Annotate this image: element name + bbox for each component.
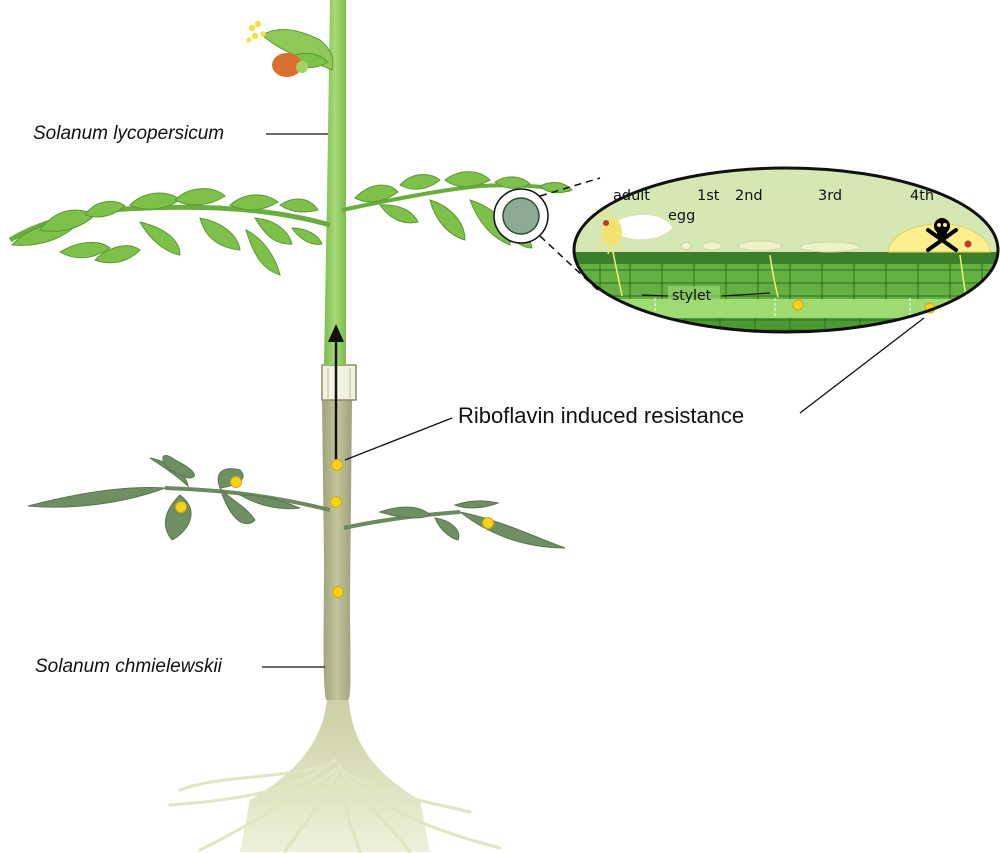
root-system: [168, 690, 502, 853]
whitefly-egg: [680, 242, 692, 250]
stage-label-egg: egg: [668, 208, 695, 224]
arrow-up-icon: [328, 324, 344, 460]
nymph-3rd: [799, 241, 861, 253]
whitefly-adult: [595, 205, 674, 255]
scion-top-foliage: [246, 20, 334, 77]
scion-stem: [324, 0, 346, 365]
stage-label-adult: adult: [613, 188, 650, 204]
flower-cluster: [246, 20, 266, 43]
resistance-leader-line-left: [344, 417, 453, 461]
stage-label-1st: 1st: [697, 188, 720, 204]
scion-leaves: [8, 171, 573, 276]
stylet-label: stylet: [672, 288, 712, 304]
nymph-2nd: [737, 240, 783, 252]
stage-label-4th: 4th: [910, 188, 934, 204]
stylet-callout: stylet: [641, 286, 771, 304]
rootstock-species-label: Solanum chmielewskii: [35, 656, 223, 677]
life-stage-labels: adult egg 1st 2nd 3rd 4th: [613, 188, 934, 224]
rootstock-leaves: [27, 455, 566, 549]
resistance-label: Riboflavin induced resistance: [458, 403, 744, 428]
scion-species-label: Solanum lycopersicum: [33, 123, 224, 144]
stage-label-2nd: 2nd: [735, 188, 763, 204]
rootstock-stem: [322, 400, 352, 700]
tomato-fruit: [272, 53, 302, 77]
magnifier-marker: [493, 188, 549, 244]
riboflavin-dot-phloem-1: [792, 299, 804, 311]
nymph-1st: [701, 241, 723, 251]
graft-clip: [321, 364, 357, 401]
stage-label-3rd: 3rd: [818, 188, 842, 204]
zoom-lines: [539, 177, 601, 293]
skull-crossbones-icon: [926, 218, 958, 252]
resistance-leader-line-right: [799, 317, 925, 414]
riboflavin-dots: [175, 459, 494, 598]
